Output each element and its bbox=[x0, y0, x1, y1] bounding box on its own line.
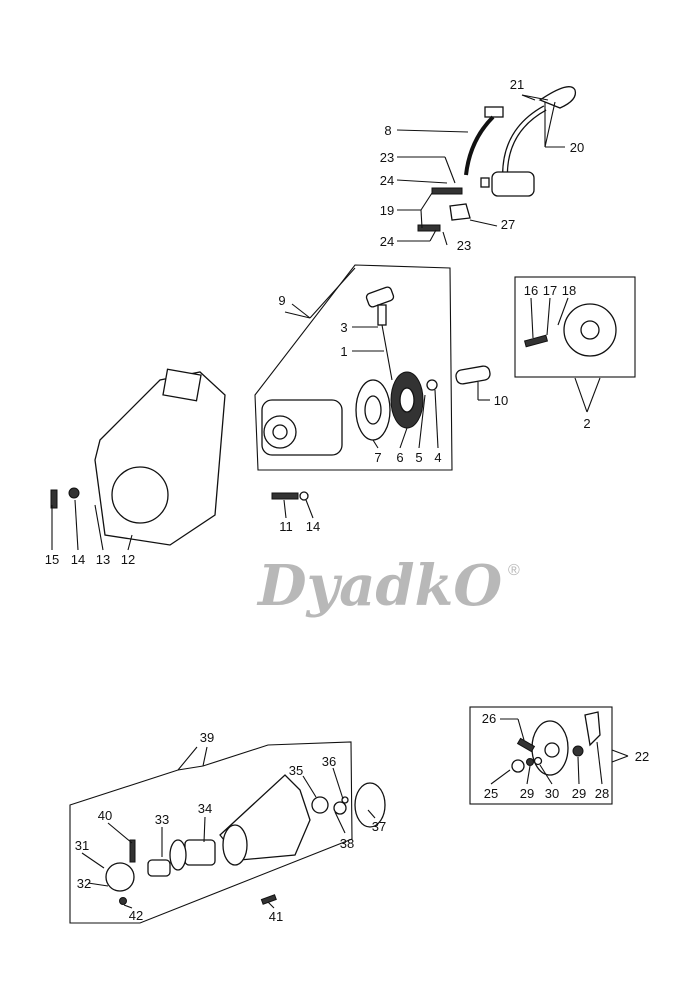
callout: 10 bbox=[494, 393, 508, 408]
callout: 4 bbox=[434, 450, 441, 465]
fan-housing bbox=[94, 371, 226, 546]
callout: 29 bbox=[572, 786, 586, 801]
callout-labels: 21 8 20 23 24 19 27 24 23 9 3 1 7 6 5 4 … bbox=[45, 77, 649, 924]
callout: 24 bbox=[380, 234, 394, 249]
callout: 28 bbox=[595, 786, 609, 801]
callout: 14 bbox=[306, 519, 320, 534]
plate bbox=[449, 203, 471, 221]
callout: 22 bbox=[635, 749, 649, 764]
callout: 3 bbox=[340, 320, 347, 335]
callout: 15 bbox=[45, 552, 59, 567]
spark-plug-cap bbox=[538, 86, 577, 109]
callout: 29 bbox=[520, 786, 534, 801]
callout: 5 bbox=[415, 450, 422, 465]
callout: 31 bbox=[75, 838, 89, 853]
flywheel-group bbox=[514, 276, 636, 413]
callout: 2 bbox=[583, 416, 590, 431]
callout: 1 bbox=[340, 344, 347, 359]
callout: 35 bbox=[289, 763, 303, 778]
callout: 25 bbox=[484, 786, 498, 801]
callout: 8 bbox=[384, 123, 391, 138]
tube-sleeve bbox=[184, 839, 216, 866]
callout: 42 bbox=[129, 908, 143, 923]
fan-housing-group bbox=[50, 368, 314, 551]
clutch-group bbox=[469, 706, 629, 805]
callout: 40 bbox=[98, 808, 112, 823]
callout: 18 bbox=[562, 283, 576, 298]
callout: 7 bbox=[374, 450, 381, 465]
sleeve bbox=[455, 365, 491, 385]
callout: 21 bbox=[510, 77, 524, 92]
callout: 23 bbox=[380, 150, 394, 165]
callout: 34 bbox=[198, 801, 212, 816]
callout: 16 bbox=[524, 283, 538, 298]
callout: 38 bbox=[340, 836, 354, 851]
watermark-logo: DyadkO bbox=[256, 553, 502, 619]
clutch-plate bbox=[584, 711, 601, 747]
ignition-coil-group bbox=[396, 86, 577, 246]
clamp bbox=[105, 862, 135, 892]
drive-tube-group bbox=[69, 741, 386, 924]
terminal bbox=[480, 177, 490, 188]
callout: 11 bbox=[279, 519, 293, 534]
callout: 37 bbox=[372, 819, 386, 834]
ignition-coil bbox=[491, 171, 535, 197]
screw bbox=[431, 187, 463, 195]
callout: 33 bbox=[155, 812, 169, 827]
callout: 26 bbox=[482, 711, 496, 726]
callout: 14 bbox=[71, 552, 85, 567]
callout: 6 bbox=[396, 450, 403, 465]
callout: 23 bbox=[457, 238, 471, 253]
starter-handle bbox=[365, 286, 395, 308]
callout: 24 bbox=[380, 173, 394, 188]
callout: 17 bbox=[543, 283, 557, 298]
callout: 20 bbox=[570, 140, 584, 155]
callout: 36 bbox=[322, 754, 336, 769]
callout: 30 bbox=[545, 786, 559, 801]
callout: 27 bbox=[501, 217, 515, 232]
callout: 32 bbox=[77, 876, 91, 891]
watermark-registered: ® bbox=[508, 562, 520, 579]
clutch-drum bbox=[354, 782, 386, 828]
connector bbox=[484, 106, 504, 118]
callout: 13 bbox=[96, 552, 110, 567]
callout: 9 bbox=[278, 293, 285, 308]
callout: 41 bbox=[269, 909, 283, 924]
screw bbox=[417, 224, 441, 232]
callout: 12 bbox=[121, 552, 135, 567]
callout: 19 bbox=[380, 203, 394, 218]
recoil-starter-group bbox=[254, 264, 491, 471]
callout: 39 bbox=[200, 730, 214, 745]
